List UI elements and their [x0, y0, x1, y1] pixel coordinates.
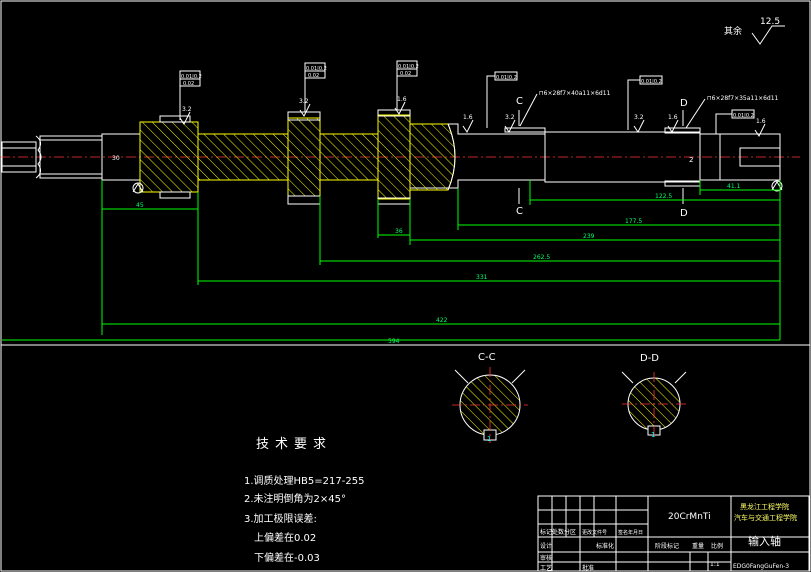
roughness-label: 其余 [724, 25, 742, 37]
section-markers: C C D D [516, 96, 688, 219]
surface-mark-8: 1.6 [756, 118, 766, 125]
roughness-symbol: 其余 12.5 [724, 17, 785, 45]
tech-req-item-1: 1.调质处理HB5=217-255 [244, 475, 364, 487]
tb-stage: 阶段标记 [655, 542, 679, 550]
dim-331: 331 [476, 274, 488, 281]
tb-approve: 批准 [582, 564, 594, 572]
tb-check: 审核 [540, 554, 552, 562]
surface-mark-4: 1.6 [463, 114, 473, 121]
tech-req-item-4: 上偏差在0.02 [254, 531, 316, 544]
tb-rev-sign: 更改文件号 [582, 529, 607, 536]
tol-frame-6: 0.01|0.2 [733, 113, 754, 119]
section-cc-key: 1 [487, 435, 491, 443]
spline-note-2: ⊓6×28f7×35a11×6d11 [707, 95, 779, 102]
tol-frame-1b: 0.02 [183, 81, 194, 87]
dim-36: 36 [395, 228, 403, 235]
tol-frame-1a: 0.01|0.2 [181, 74, 202, 80]
dim-2: 2 [689, 156, 693, 164]
surface-mark-3: 1.6 [397, 96, 407, 103]
section-view-cc: C-C 1 [452, 352, 528, 443]
tb-craft: 工艺 [540, 564, 552, 572]
tb-standard: 标准化 [596, 542, 614, 550]
tb-rev-label: 标记处数分区 [540, 528, 576, 536]
section-cc-title: C-C [478, 352, 496, 363]
surface-marks: 3.2 3.2 1.6 1.6 3.2 3.2 1.6 1.6 [179, 96, 766, 137]
tb-weight: 重量 [692, 542, 704, 550]
tol-frame-5: 0.01|0.2 [641, 79, 662, 85]
tb-material: 20CrMnTi [668, 512, 711, 522]
tb-ratio: 比例 [711, 542, 723, 550]
section-d-bottom: D [680, 208, 688, 219]
tb-school-1: 黑龙江工程学院 [740, 502, 789, 511]
tech-req-title: 技术要求 [256, 437, 332, 452]
dim-45: 45 [136, 202, 144, 209]
tb-part-name: 输入轴 [748, 534, 781, 548]
tol-frame-3a: 0.01|0.2 [398, 64, 419, 70]
surface-mark-5: 3.2 [505, 114, 515, 121]
dimension-lines: 594 422 331 262.5 239 177.5 122.5 41.1 3… [2, 155, 781, 345]
tol-frame-4: 0.01|0.2 [496, 75, 517, 81]
tol-frame-2b: 0.02 [308, 73, 319, 79]
shaft-body [101, 109, 781, 205]
dim-122: 122.5 [655, 193, 672, 200]
dim-dia-left: 30 [112, 155, 120, 162]
title-block: 20CrMnTi 黑龙江工程学院 汽车与交通工程学院 输入轴 EDG0FangG… [537, 495, 810, 572]
tb-design: 设计 [540, 542, 552, 550]
dim-239: 239 [583, 233, 595, 240]
tol-frame-3b: 0.02 [400, 71, 411, 77]
section-dd-key: 1 [651, 431, 655, 439]
dim-41: 41.1 [727, 183, 741, 190]
tb-drawing-no: EDG0FangGuFen-3 [733, 563, 789, 570]
section-c-bottom: C [516, 206, 523, 217]
surface-mark-1: 3.2 [182, 106, 192, 113]
dim-overall: 594 [388, 338, 400, 345]
tech-req-item-3: 3.加工极限误差: [244, 512, 317, 525]
input-spline-stub [1, 135, 103, 179]
tech-requirements: 技术要求 1.调质处理HB5=217-255 2.未注明倒角为2×45° 3.加… [244, 437, 364, 564]
spline-notes: ⊓6×28f7×40a11×6d11 ⊓6×28f7×35a11×6d11 [519, 90, 779, 129]
roughness-value: 12.5 [760, 17, 780, 27]
dim-262: 262.5 [533, 254, 550, 261]
tb-school-2: 汽车与交通工程学院 [734, 513, 797, 522]
section-d-top: D [680, 98, 688, 109]
dim-177: 177.5 [625, 218, 642, 225]
section-dd-title: D-D [640, 353, 659, 364]
tb-scale: 1:1 [710, 561, 720, 568]
surface-mark-7: 1.6 [668, 114, 678, 121]
tech-req-item-5: 下偏差在-0.03 [254, 551, 320, 564]
spline-note-1: ⊓6×28f7×40a11×6d11 [539, 90, 611, 97]
tolerance-frames: 0.01|0.2 0.02 0.01|0.2 0.02 0.01|0.2 0.0… [179, 60, 755, 134]
tb-sign-date: 签名年月日 [618, 529, 643, 536]
surface-mark-6: 3.2 [634, 114, 644, 121]
dim-422: 422 [436, 317, 448, 324]
tol-frame-2a: 0.01|0.2 [306, 66, 327, 72]
surface-mark-2: 3.2 [299, 98, 309, 105]
section-view-dd: D-D 1 [621, 353, 687, 439]
section-c-top: C [516, 96, 523, 107]
tech-req-item-2: 2.未注明倒角为2×45° [244, 492, 346, 505]
